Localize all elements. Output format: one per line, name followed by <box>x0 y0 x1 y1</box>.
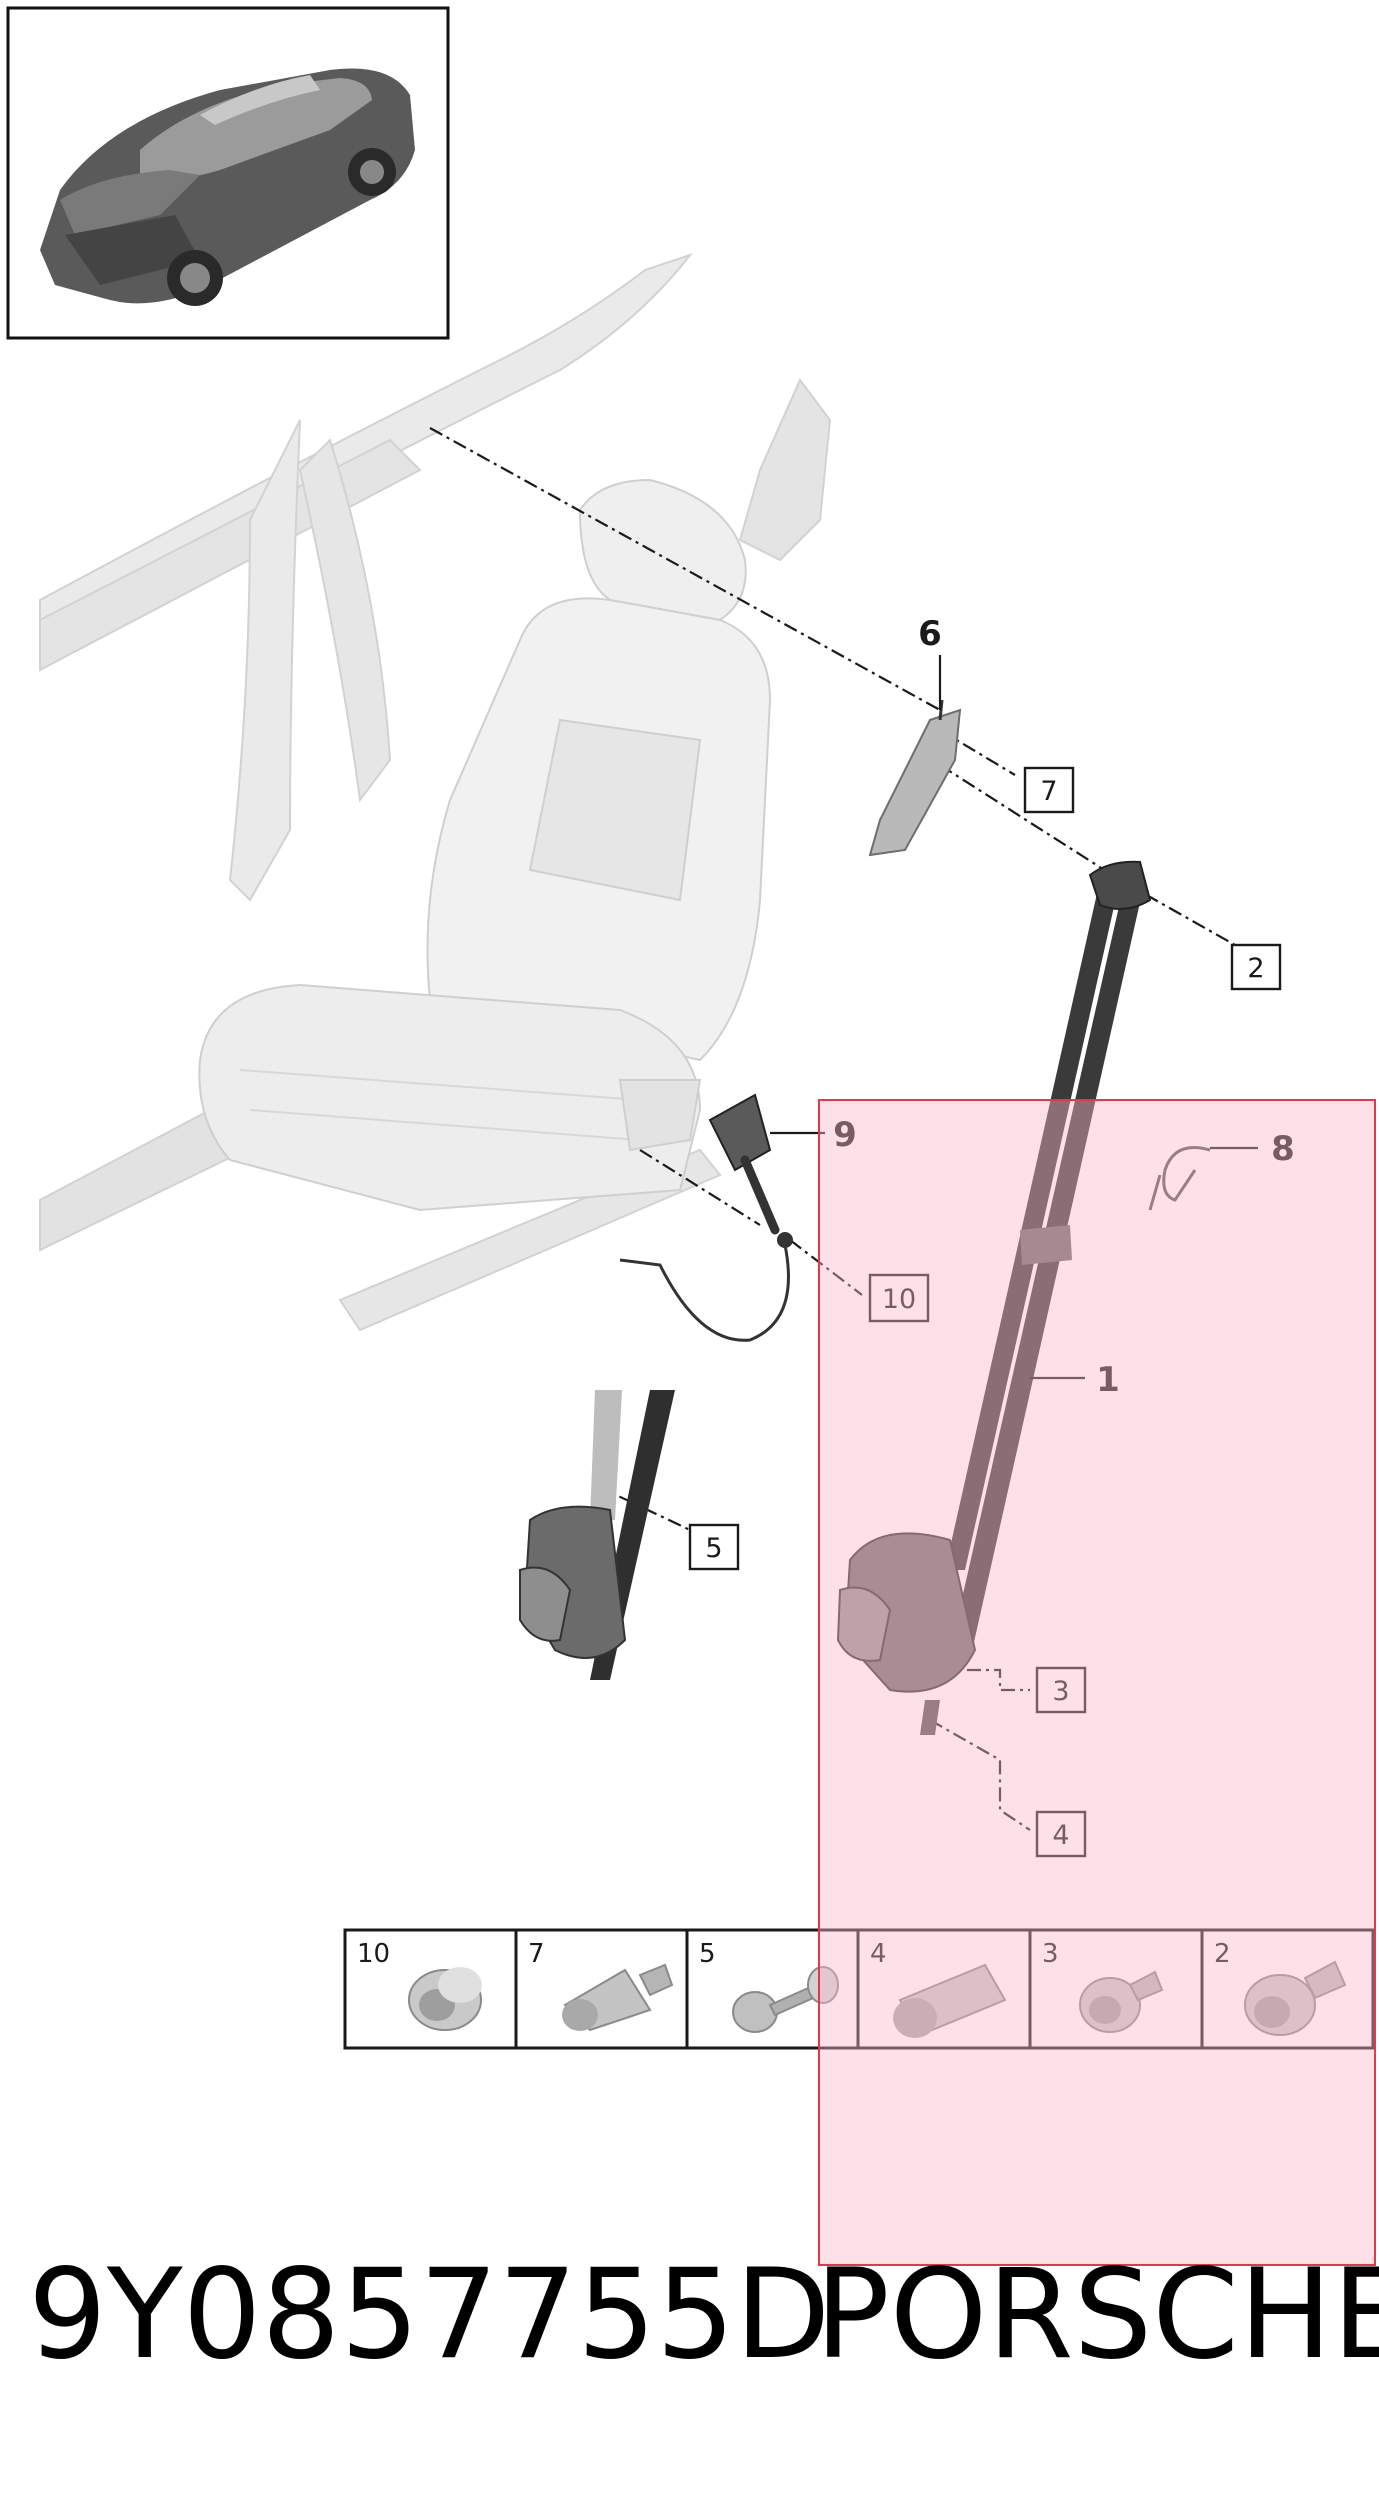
table-cell-3: 3 <box>1042 1939 1164 2033</box>
callout-5: 5 <box>705 1533 722 1564</box>
svg-text:4: 4 <box>870 1939 887 1969</box>
vehicle-thumbnail <box>6 6 450 340</box>
belt-buckle <box>619 1093 793 1342</box>
svg-text:3: 3 <box>1042 1939 1059 1969</box>
leader-lines <box>429 427 1236 1831</box>
callout-3: 3 <box>1052 1676 1069 1707</box>
callout-1: 1 <box>1096 1360 1120 1400</box>
suv-illustration-icon <box>40 68 415 306</box>
callout-8: 8 <box>1271 1129 1295 1169</box>
svg-text:5: 5 <box>699 1939 716 1969</box>
wire-clip <box>1148 1146 1211 1211</box>
callout-7: 7 <box>1040 776 1057 807</box>
flanged-nut-icon <box>408 1967 482 2031</box>
rivet-pin-icon <box>732 1966 839 2033</box>
rear-belt-retractor <box>519 1390 675 1680</box>
table-cell-10: 10 <box>357 1939 482 2031</box>
callout-4: 4 <box>1052 1820 1069 1851</box>
callout-10: 10 <box>882 1284 916 1315</box>
table-cell-5: 5 <box>699 1939 839 2033</box>
table-cell-4: 4 <box>870 1939 1007 2038</box>
highlight-region <box>818 1099 1376 2266</box>
fastener-table: 10 7 5 4 <box>343 1928 1375 2050</box>
svg-text:10: 10 <box>357 1939 390 1969</box>
brand-name: PORSCHE <box>815 2243 1379 2387</box>
callout-6: 6 <box>918 614 942 654</box>
part-number: 9Y0857755D <box>28 2243 831 2387</box>
seat <box>198 478 772 1212</box>
shoulder-bolt-short-icon <box>1079 1970 1164 2033</box>
table-cell-2: 2 <box>1214 1939 1347 2036</box>
belt-height-adjuster <box>868 699 962 857</box>
callout-2: 2 <box>1247 953 1264 984</box>
front-seat-belt <box>836 860 1152 1735</box>
callout-9: 9 <box>833 1115 857 1155</box>
svg-text:7: 7 <box>528 1939 545 1969</box>
table-cell-7: 7 <box>528 1939 674 2032</box>
torx-bolt-icon <box>1244 1960 1347 2036</box>
callouts: 6 7 2 9 8 10 1 5 3 4 <box>688 614 1295 1858</box>
svg-text:2: 2 <box>1214 1939 1231 1969</box>
shoulder-bolt-icon <box>562 1963 674 2032</box>
long-bolt-icon <box>893 1963 1007 2038</box>
